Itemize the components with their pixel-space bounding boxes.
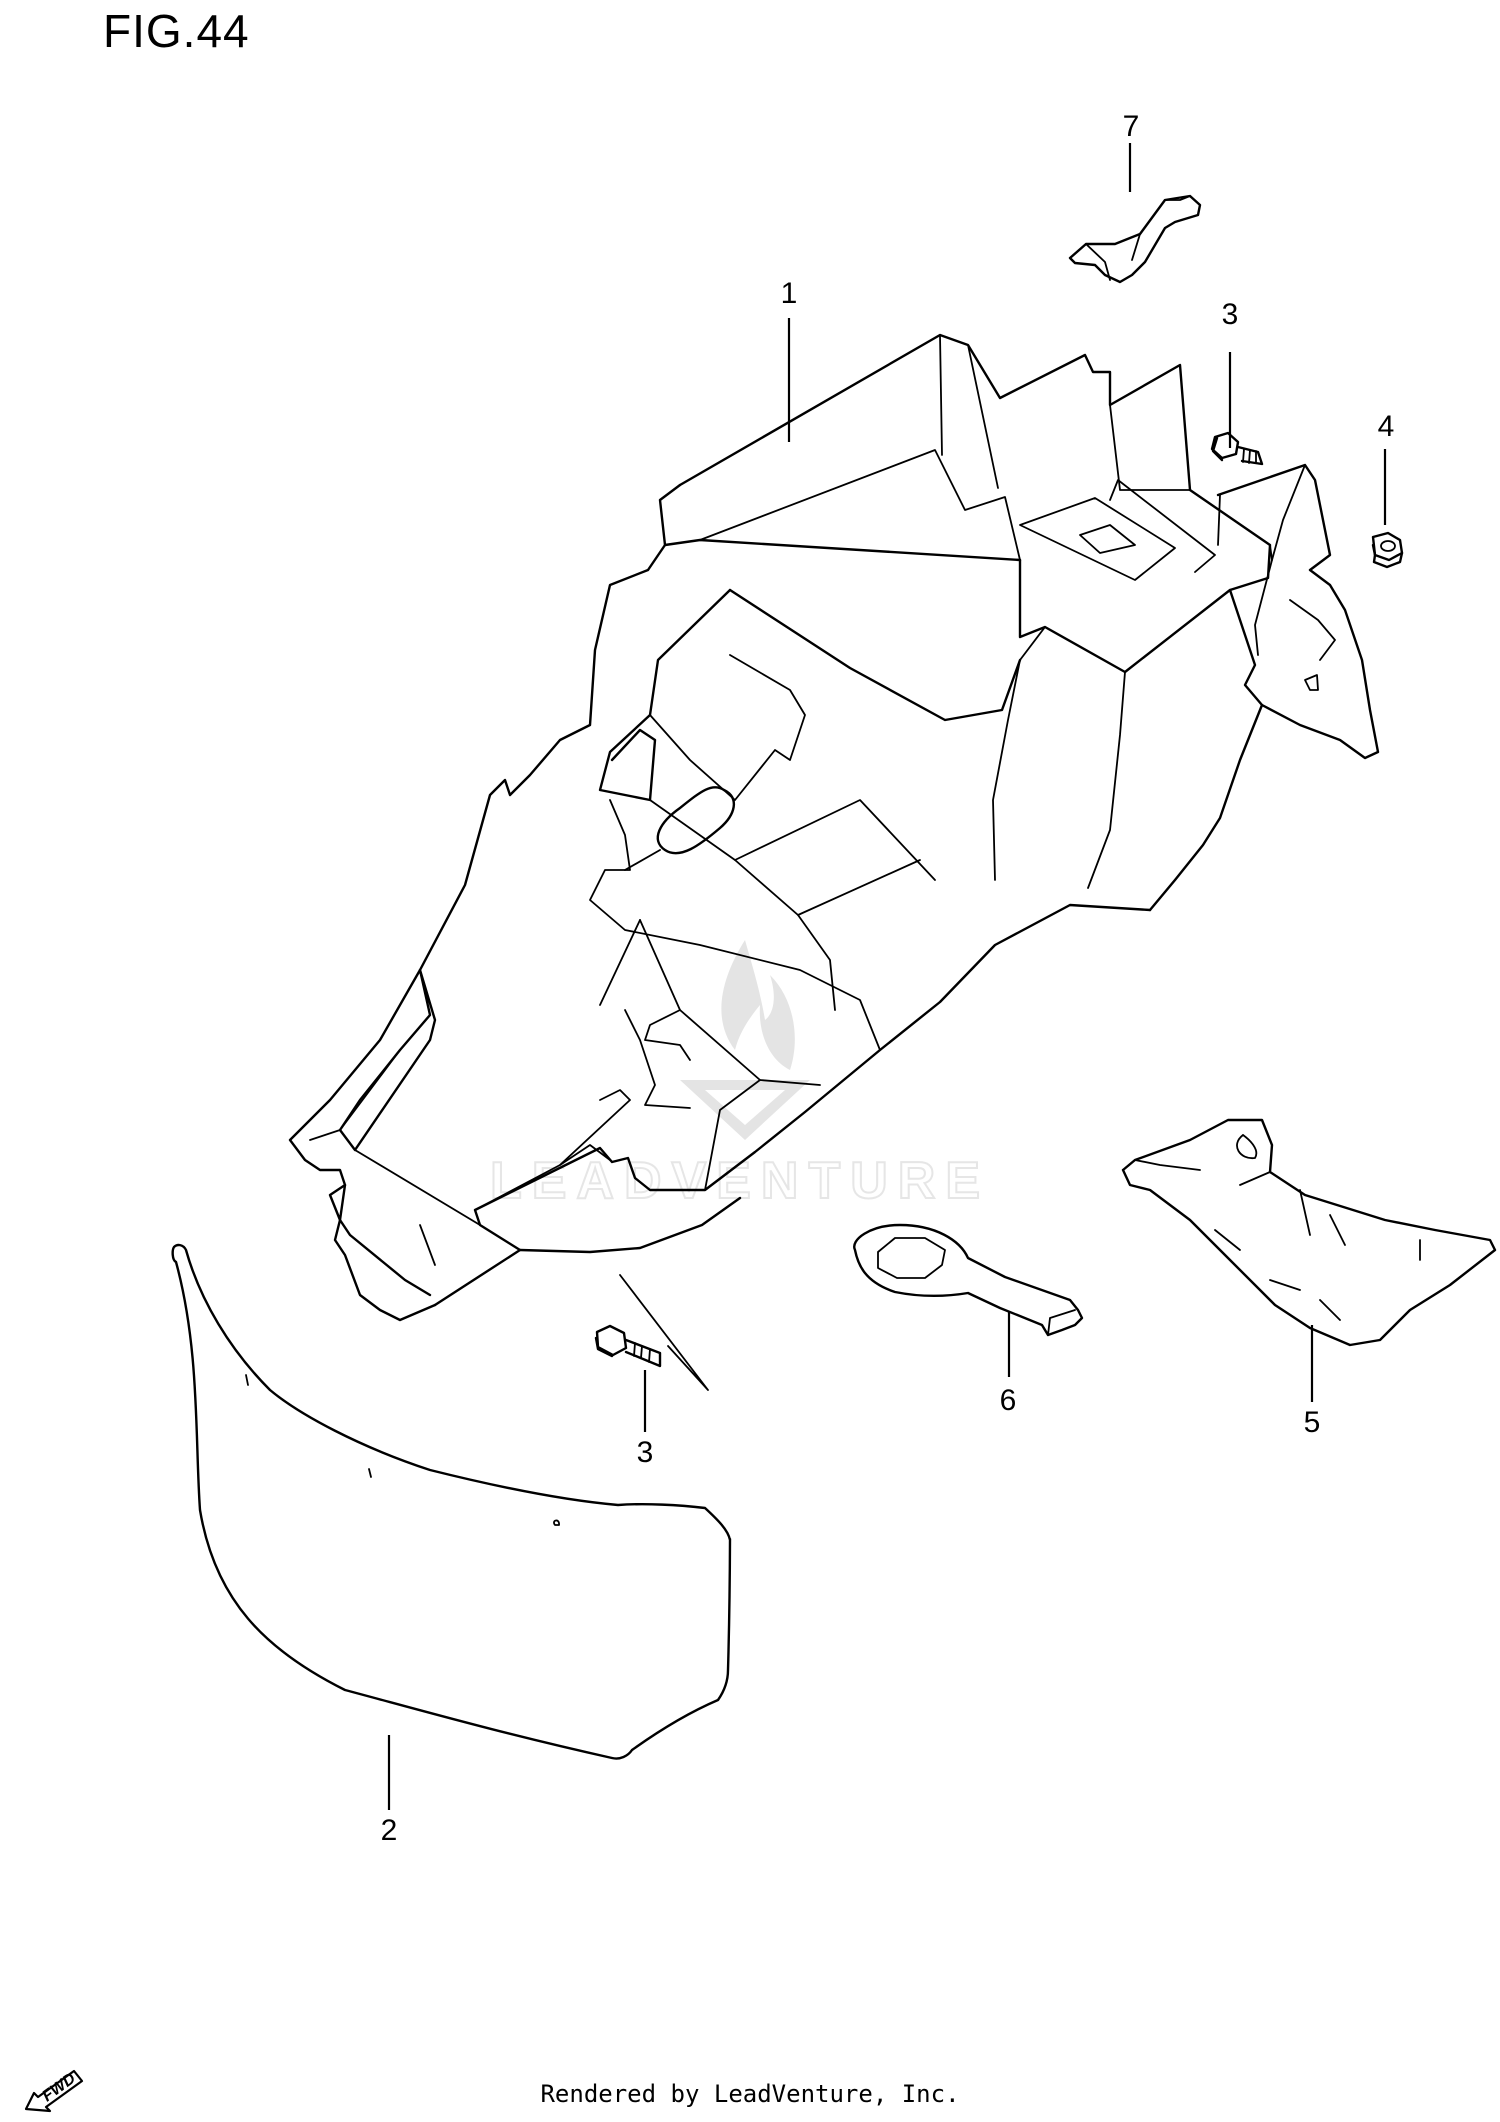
part-1-rear-fender	[288, 333, 1273, 1322]
callout-part-7: 7	[1123, 110, 1140, 143]
watermark: LEADVENTURE	[489, 940, 981, 1211]
fwd-arrow-icon: FWD	[24, 2070, 84, 2113]
part-6-wrench	[853, 1223, 1084, 1337]
part-1-rear-bracket	[1216, 463, 1380, 760]
part-7-strap	[1068, 194, 1202, 284]
part-5-tool-bag	[1121, 1118, 1497, 1347]
watermark-flame-icon	[721, 940, 795, 1070]
callout-part-3-top: 3	[1222, 298, 1239, 331]
part-3-bolt-bottom	[594, 1274, 709, 1391]
callout-part-2: 2	[381, 1814, 398, 1847]
leader-lines	[387, 143, 1387, 1810]
watermark-v-icon	[680, 1080, 810, 1140]
figure-title: FIG.44	[103, 5, 250, 57]
part-3-bolt-top	[1210, 431, 1264, 466]
footer-credit: Rendered by LeadVenture, Inc.	[540, 2080, 960, 2108]
callout-part-6: 6	[1000, 1384, 1017, 1417]
callout-part-3-bottom: 3	[637, 1436, 654, 1469]
callout-part-5: 5	[1304, 1406, 1321, 1439]
callout-part-4: 4	[1378, 410, 1395, 443]
callout-part-1: 1	[781, 277, 798, 310]
part-2-protector-sheet	[171, 1243, 732, 1760]
part-4-nut	[1371, 531, 1404, 569]
